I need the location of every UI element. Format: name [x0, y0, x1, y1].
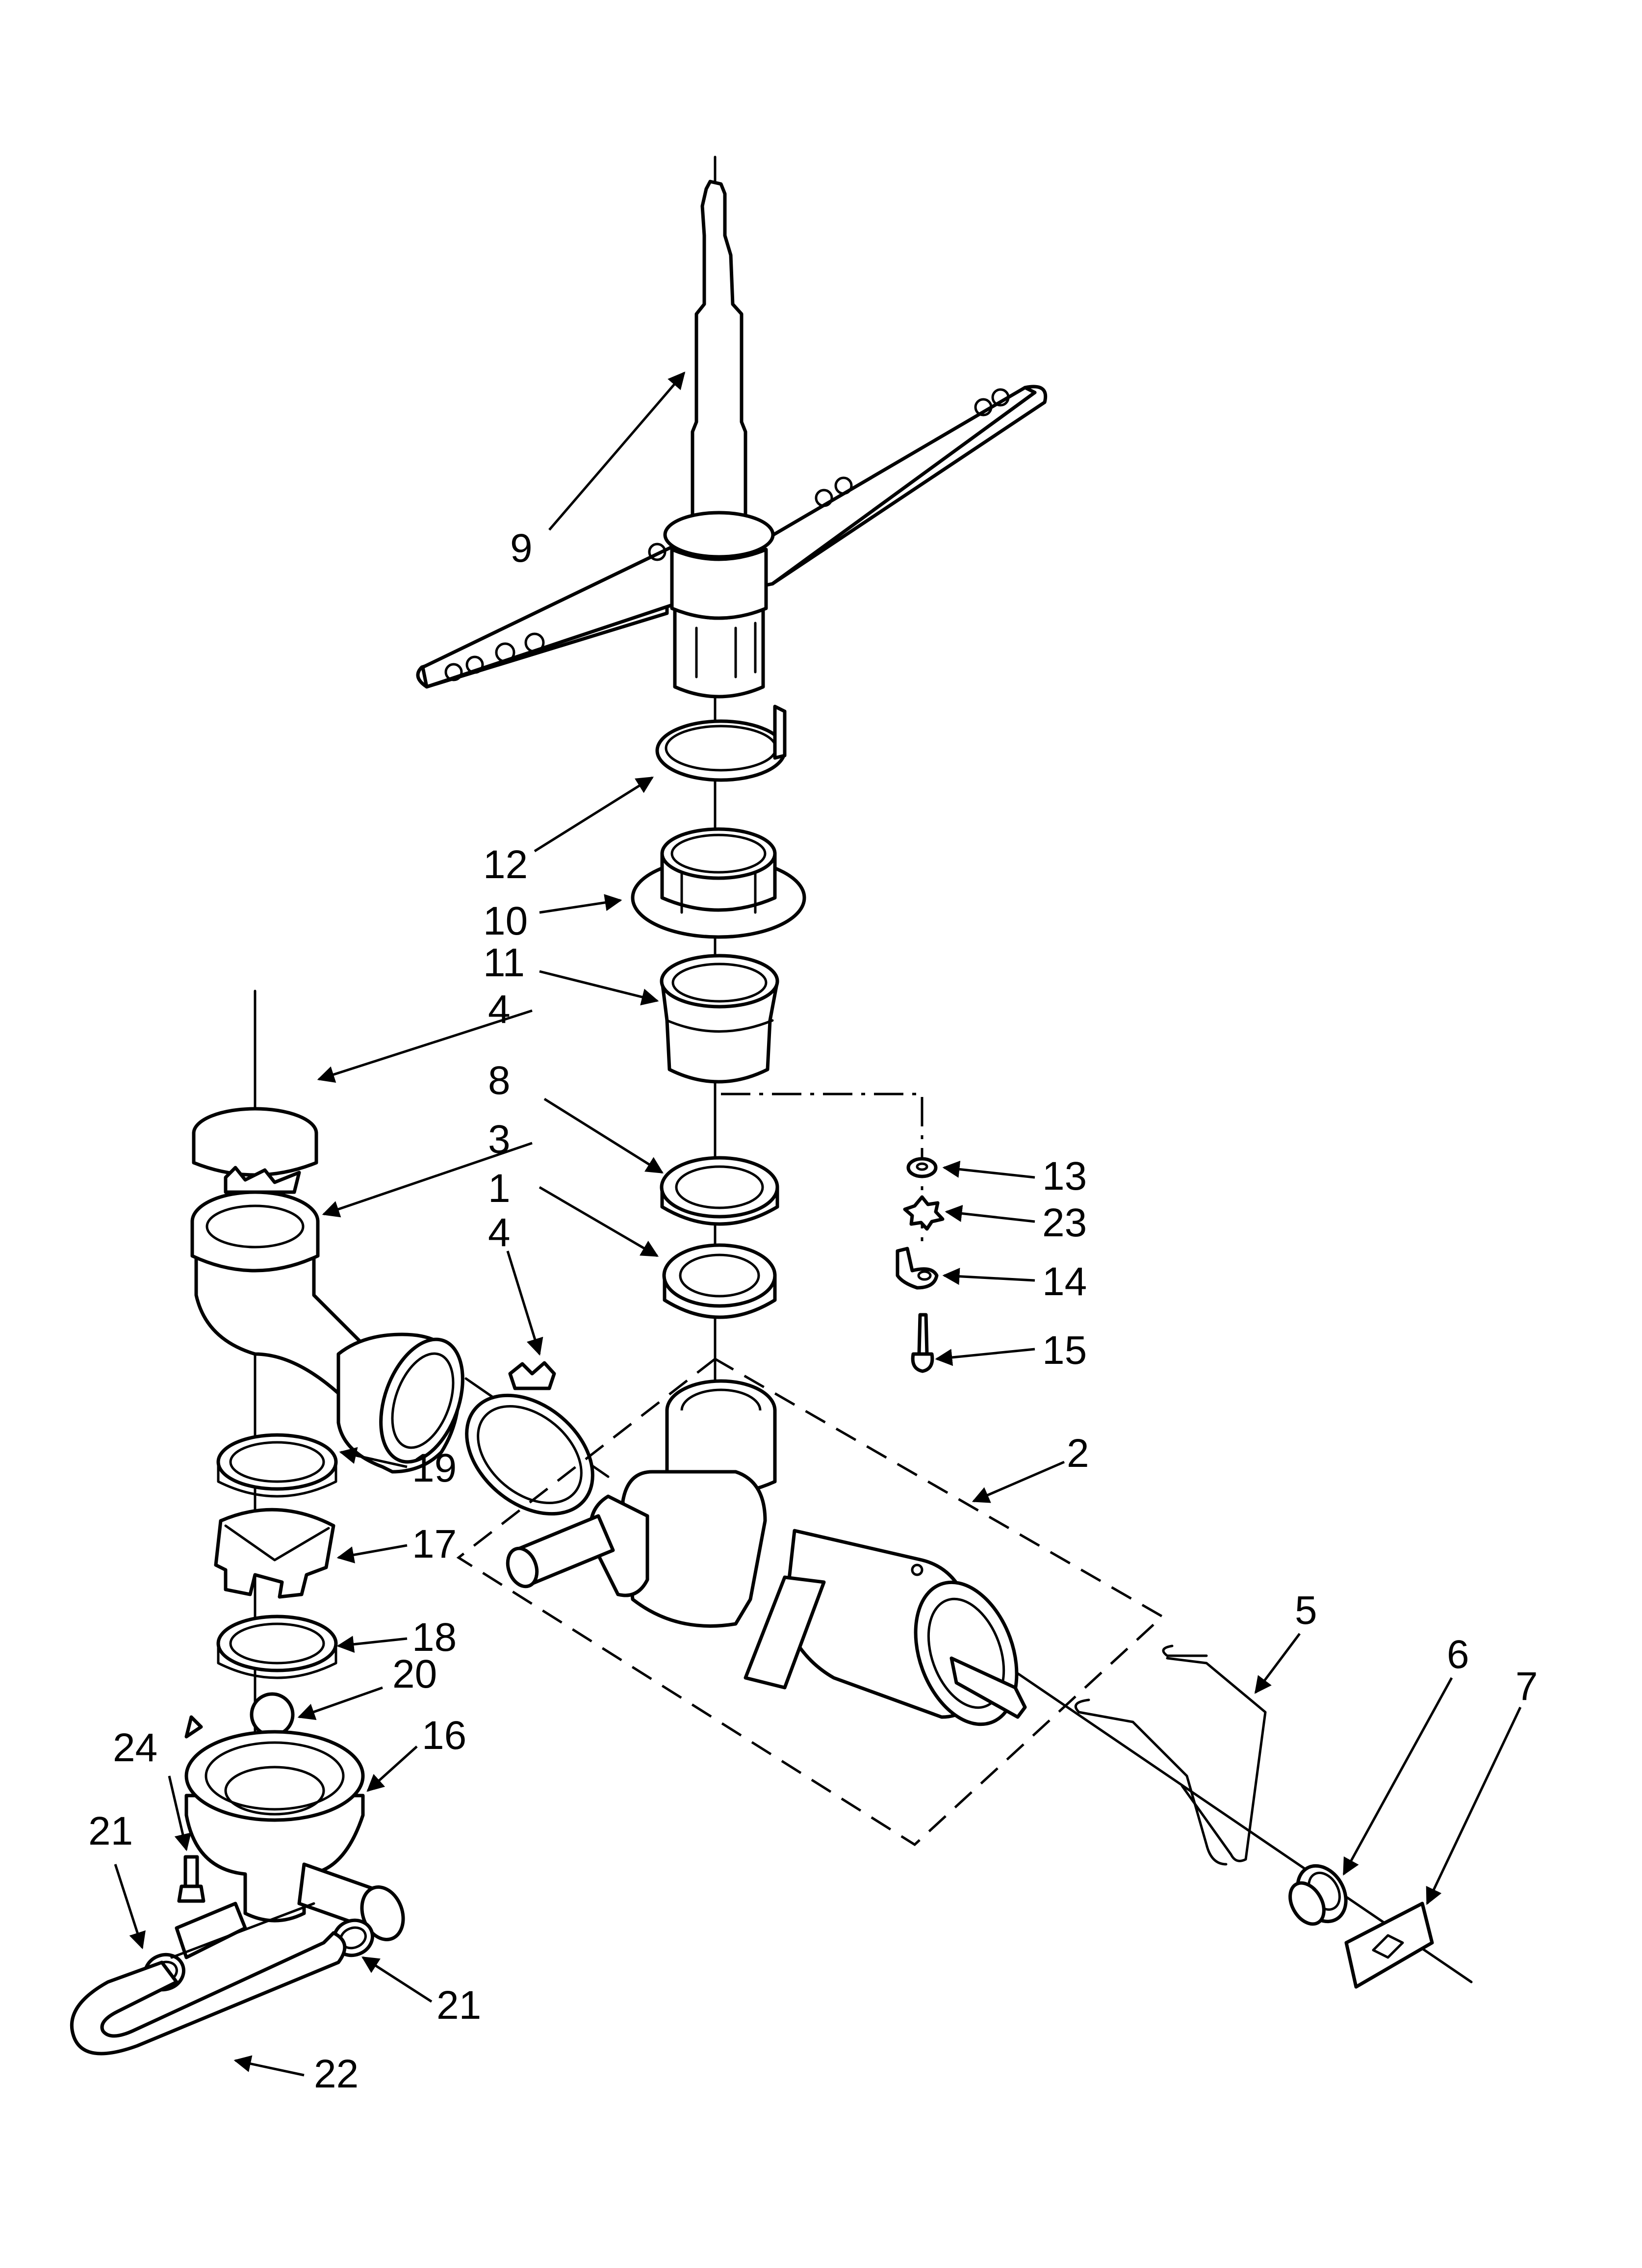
- gasket-19: [216, 1433, 338, 1498]
- spray-arm: [416, 180, 1047, 699]
- callout-19: 19: [412, 1446, 457, 1490]
- bearing-tube: [660, 954, 779, 1084]
- filter-17: [214, 1508, 335, 1599]
- callout-18: 18: [412, 1615, 457, 1660]
- elbow-hose: [190, 1190, 464, 1474]
- callout-24: 24: [113, 1725, 157, 1770]
- callout-4-top: 4: [488, 987, 511, 1032]
- callout-8: 8: [488, 1058, 511, 1103]
- callout-11: 11: [483, 940, 525, 985]
- callout-3: 3: [488, 1117, 511, 1162]
- screw-15: [911, 1313, 934, 1373]
- plate-7: [1344, 1902, 1434, 1989]
- leader-lines: [114, 371, 1522, 2077]
- callout-12: 12: [483, 842, 528, 887]
- nut-ring: [660, 1156, 779, 1226]
- pump-motor-assembly: [456, 1357, 1165, 1847]
- hub-nut: [631, 827, 806, 939]
- cam-14: [896, 1247, 939, 1290]
- callout-15: 15: [1042, 1328, 1087, 1373]
- nut-13: [906, 1157, 938, 1178]
- callout-1: 1: [488, 1166, 511, 1211]
- callout-16: 16: [422, 1713, 466, 1758]
- callout-6: 6: [1447, 1632, 1469, 1677]
- callout-17: 17: [412, 1522, 457, 1566]
- callout-9: 9: [510, 526, 533, 571]
- check-ball-20: [250, 1692, 295, 1737]
- hose-clamp-top: [192, 1107, 318, 1194]
- callout-22: 22: [314, 2052, 359, 2096]
- screw-24: [177, 1855, 205, 1903]
- callout-13: 13: [1042, 1154, 1087, 1199]
- sump-housing-16: [175, 1715, 405, 1959]
- clip-ring: [655, 704, 787, 782]
- drain-hose-22: [70, 1902, 347, 2056]
- axis-lines: [254, 156, 1473, 1983]
- wire-bracket-5: [1074, 1644, 1267, 1866]
- callout-20: 20: [392, 1652, 437, 1696]
- callout-21-left: 21: [88, 1809, 133, 1853]
- callout-labels: 9 12 10 11 4 8 3 1 4 13 23 14 15 2 5 6 7…: [88, 526, 1538, 2096]
- callout-2: 2: [1067, 1431, 1089, 1476]
- callout-7: 7: [1515, 1664, 1538, 1709]
- callout-4-middle: 4: [488, 1210, 511, 1255]
- callout-5: 5: [1295, 1588, 1317, 1633]
- hose-clamp-middle: [465, 1361, 594, 1516]
- star-washer-23: [903, 1195, 945, 1231]
- callout-14: 14: [1042, 1259, 1087, 1304]
- seal: [662, 1243, 777, 1319]
- callout-23: 23: [1042, 1200, 1087, 1245]
- gasket-18: [216, 1615, 338, 1679]
- grommet-6: [1288, 1864, 1348, 1926]
- callout-21-right: 21: [436, 1983, 481, 2028]
- callout-10: 10: [483, 899, 528, 943]
